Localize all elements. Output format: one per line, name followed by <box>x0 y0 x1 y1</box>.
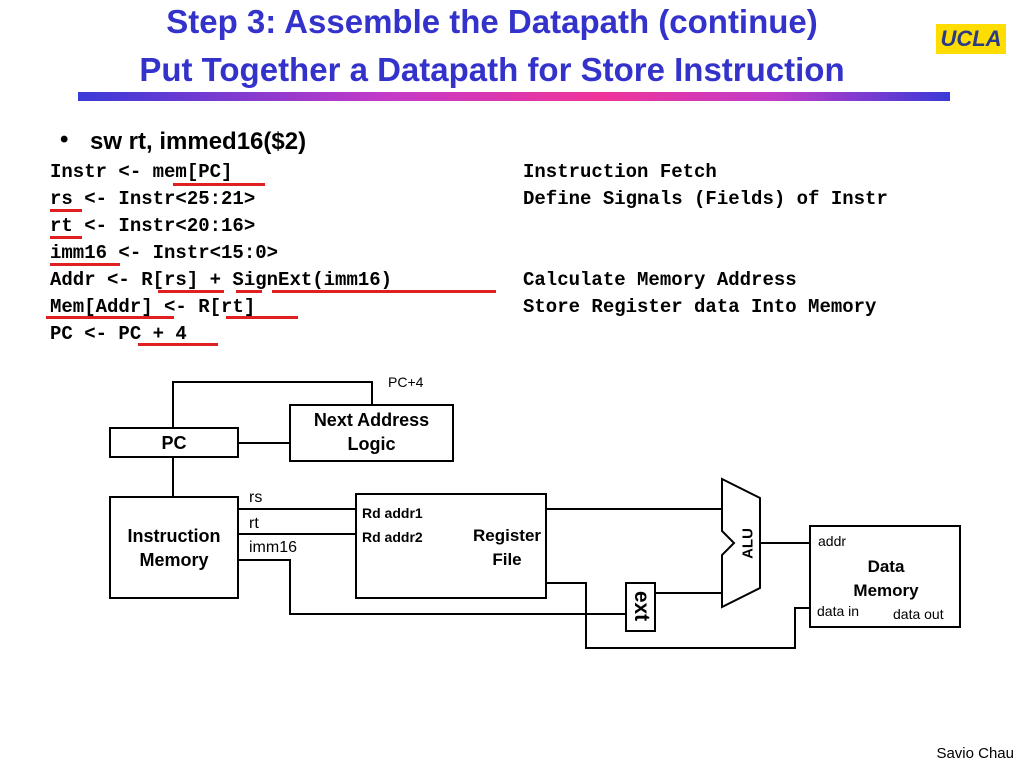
comment-line-2: Define Signals (Fields) of Instr <box>523 188 888 210</box>
slide-title-line2: Put Together a Datapath for Store Instru… <box>139 51 845 88</box>
underline-signext <box>272 290 496 293</box>
code-line-5: Addr <- R[rs] + SignExt(imm16) <box>50 269 393 291</box>
comment-line-1: Instruction Fetch <box>523 161 717 183</box>
data-memory-box <box>809 525 961 628</box>
alu-shape <box>721 477 761 609</box>
rt-label: rt <box>249 515 259 532</box>
underline-r-rs <box>158 290 224 293</box>
comment-line-6: Store Register data Into Memory <box>523 296 877 318</box>
pc-box <box>109 427 239 458</box>
code-line-4: imm16 <- Instr<15:0> <box>50 242 279 264</box>
ext-label: ext <box>630 590 653 622</box>
underline-rs <box>50 209 82 212</box>
rd-addr2-label: Rd addr2 <box>362 529 423 545</box>
ext-box <box>625 582 656 632</box>
next-address-logic-box <box>289 404 454 462</box>
ucla-logo: UCLA <box>936 24 1006 54</box>
alu-label: ALU <box>739 528 757 559</box>
instruction-text: sw rt, immed16($2) <box>90 128 307 155</box>
slide-title-line1: Step 3: Assemble the Datapath (continue) <box>166 3 818 40</box>
title-divider <box>78 92 950 101</box>
underline-mem-addr <box>46 316 174 319</box>
code-line-7: PC <- PC + 4 <box>50 323 187 345</box>
rs-label: rs <box>249 489 263 506</box>
pc-plus-4-label: PC+4 <box>388 374 424 390</box>
code-line-3: rt <- Instr<20:16> <box>50 215 256 237</box>
bullet-icon: • <box>60 126 69 153</box>
code-line-6: Mem[Addr] <- R[rt] <box>50 296 256 318</box>
code-line-2: rs <- Instr<25:21> <box>50 188 256 210</box>
underline-mem-pc <box>173 183 265 186</box>
wire-pc4-loop <box>172 381 373 428</box>
underline-imm16 <box>50 263 120 266</box>
underline-rt <box>50 236 82 239</box>
addr-label: addr <box>818 533 847 549</box>
underline-r-rt <box>226 316 298 319</box>
code-line-1: Instr <- mem[PC] <box>50 161 233 183</box>
pc-label: PC <box>161 433 187 453</box>
comment-line-5: Calculate Memory Address <box>523 269 797 291</box>
instruction-memory-box <box>109 496 239 599</box>
register-file-box <box>355 493 547 599</box>
underline-pc-plus-4 <box>138 343 218 346</box>
author-footer: Savio Chau <box>936 745 1014 762</box>
imm16-label: imm16 <box>249 539 298 556</box>
wire-rt-data-to-mem <box>546 582 810 649</box>
data-in-label: data in <box>817 603 860 619</box>
underline-plus <box>236 290 262 293</box>
wire-imm16 <box>238 559 626 615</box>
rd-addr1-label: Rd addr1 <box>362 505 423 521</box>
data-out-label: data out <box>893 606 944 622</box>
